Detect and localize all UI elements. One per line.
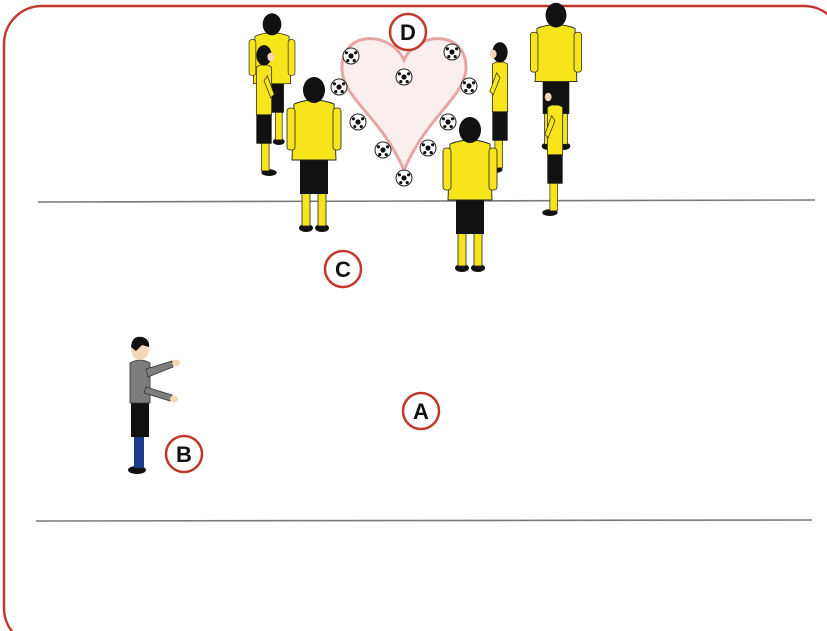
label-d-text: D: [400, 20, 416, 45]
soccer-ball-icon: [443, 43, 461, 61]
coach-icon: [128, 336, 180, 474]
soccer-ball-icon: [330, 78, 348, 96]
field-line-top: [37, 199, 816, 203]
soccer-ball-icon: [342, 47, 360, 65]
label-b-text: B: [176, 442, 192, 467]
label-b: B: [164, 434, 204, 474]
soccer-ball-icon: [460, 77, 478, 95]
label-a-text: A: [413, 399, 429, 424]
label-a: A: [401, 391, 441, 431]
soccer-ball-icon: [349, 113, 367, 131]
player-yellow-icon: [442, 116, 498, 273]
player-yellow-icon: [286, 76, 342, 233]
soccer-ball-icon: [395, 68, 413, 86]
soccer-ball-icon: [439, 113, 457, 131]
diagram-border: [2, 4, 827, 631]
soccer-ball-icon: [374, 141, 392, 159]
label-c: C: [323, 249, 363, 289]
field-line-bottom: [35, 519, 813, 522]
label-d: D: [388, 12, 428, 52]
soccer-ball-icon: [395, 169, 413, 187]
soccer-ball-icon: [419, 139, 437, 157]
label-c-text: C: [335, 257, 351, 282]
